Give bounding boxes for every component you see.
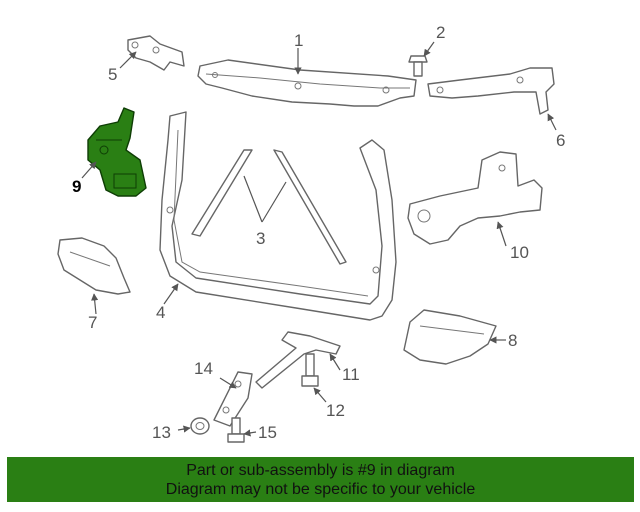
part-8-bracket[interactable] [403, 309, 497, 365]
callout-9: 9 [72, 177, 81, 196]
part-2-bolt[interactable] [408, 55, 428, 77]
part-7-bracket[interactable] [57, 237, 131, 295]
callout-14: 14 [194, 359, 213, 378]
callout-4: 4 [156, 303, 165, 322]
part-5-bracket[interactable] [127, 35, 185, 71]
leader-lines [81, 41, 557, 437]
part-11-rod[interactable] [255, 331, 341, 389]
banner-line-2: Diagram may not be specific to your vehi… [165, 481, 476, 498]
part-6-bracket[interactable] [427, 67, 555, 115]
callout-8: 8 [508, 331, 517, 350]
callout-1: 1 [294, 31, 303, 50]
callout-15: 15 [258, 423, 277, 442]
callout-10: 10 [510, 243, 529, 262]
callout-2: 2 [436, 23, 445, 42]
callout-13: 13 [152, 423, 171, 442]
part-12-bolt[interactable] [301, 353, 319, 387]
info-banner: Part or sub-assembly is #9 in diagram Di… [7, 457, 634, 502]
part-3-struts[interactable] [191, 149, 347, 265]
callout-12: 12 [326, 401, 345, 420]
part-13-grommet[interactable] [190, 417, 210, 435]
callout-3: 3 [256, 229, 265, 248]
part-1-crossmember[interactable] [197, 59, 417, 107]
part-15-bolt[interactable] [227, 417, 245, 443]
callout-5: 5 [108, 65, 117, 84]
callout-6: 6 [556, 131, 565, 150]
callout-11: 11 [342, 365, 360, 384]
callout-7: 7 [88, 313, 97, 332]
part-10-bracket[interactable] [407, 151, 543, 245]
part-4-frame[interactable] [159, 111, 397, 321]
banner-line-1: Part or sub-assembly is #9 in diagram [186, 462, 455, 479]
part-9-bracket[interactable] [87, 107, 147, 197]
callout-labels: 1 2 5 6 9 3 10 4 7 8 11 14 12 13 15 [72, 23, 565, 442]
